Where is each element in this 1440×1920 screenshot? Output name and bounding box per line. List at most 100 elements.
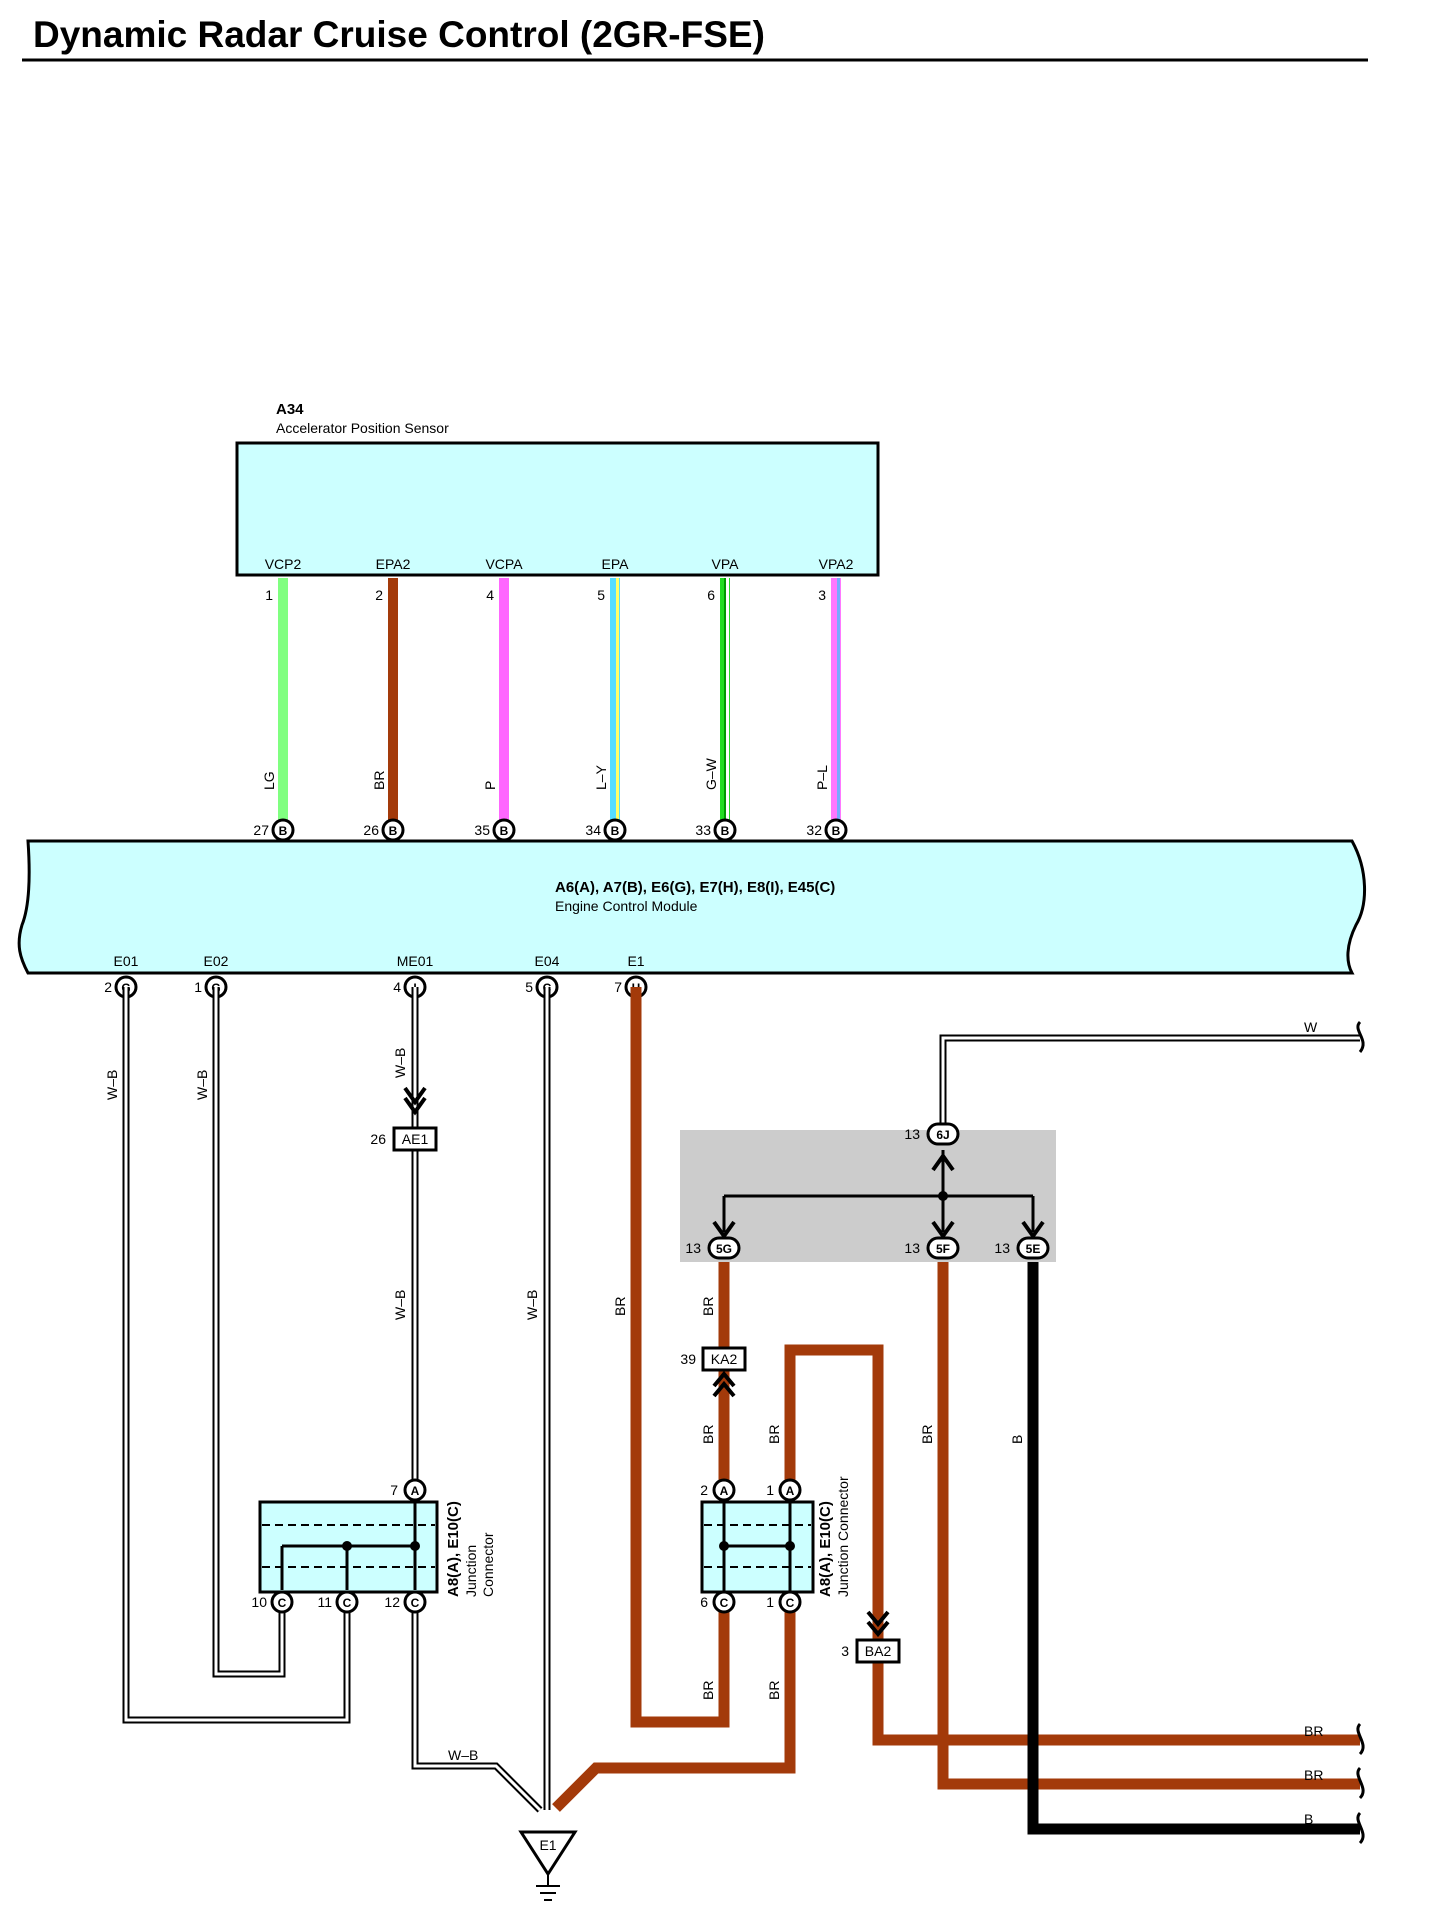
svg-text:AE1: AE1 xyxy=(402,1131,429,1147)
svg-text:BR: BR xyxy=(700,1681,716,1700)
wire-stripe xyxy=(499,578,509,820)
sensor-terminal-label: VPA2 xyxy=(819,556,854,572)
sensor-pin-number: 6 xyxy=(707,587,715,603)
ecm-connector-letter: B xyxy=(389,824,398,838)
ecm-pin-number: 32 xyxy=(806,822,822,838)
svg-text:26: 26 xyxy=(370,1131,386,1147)
svg-text:C: C xyxy=(720,1596,729,1610)
arrow-icon xyxy=(712,1220,736,1240)
wire-stripe xyxy=(388,578,398,820)
svg-text:5G: 5G xyxy=(716,1242,732,1256)
wire-color-code: L–Y xyxy=(593,764,609,790)
svg-text:39: 39 xyxy=(680,1351,696,1367)
wire-e1-br xyxy=(630,987,730,1728)
svg-text:A: A xyxy=(786,1484,795,1498)
svg-text:B: B xyxy=(1009,1435,1025,1444)
svg-text:B: B xyxy=(1304,1811,1313,1827)
sensor-pin-number: 2 xyxy=(375,587,383,603)
svg-text:W–B: W–B xyxy=(448,1747,478,1763)
svg-text:BR: BR xyxy=(1304,1723,1323,1739)
connector-5f: 5F 13 xyxy=(904,1236,960,1260)
svg-text:1: 1 xyxy=(766,1482,774,1498)
connector-6j: 6J 13 xyxy=(904,1122,960,1146)
svg-text:A8(A), E10(C): A8(A), E10(C) xyxy=(445,1501,462,1597)
wire-stripe xyxy=(837,578,840,820)
svg-text:W–B: W–B xyxy=(194,1070,210,1100)
wire-5e-b xyxy=(1027,1250,1360,1835)
wire-stripe xyxy=(724,578,726,820)
svg-text:11: 11 xyxy=(317,1594,332,1610)
junction-left-label: A8(A), E10(C) Junction Connector xyxy=(445,1501,496,1597)
connector-ka2: KA2 39 xyxy=(680,1346,747,1398)
arrow-icon xyxy=(866,1610,890,1628)
svg-text:BR: BR xyxy=(919,1425,935,1444)
svg-text:Connector: Connector xyxy=(480,1532,496,1597)
arrow-icon xyxy=(403,1086,427,1106)
wire-color-labels: W–B W–B W–B W–B W–B BR BR BR BR BR B BR … xyxy=(104,1019,1323,1827)
svg-text:12: 12 xyxy=(384,1594,400,1610)
svg-text:Junction: Junction xyxy=(463,1545,479,1597)
svg-text:3: 3 xyxy=(841,1643,849,1659)
wire-j12-ground xyxy=(411,1602,543,1813)
svg-text:10: 10 xyxy=(251,1594,267,1610)
junction-right-label: A8(A), E10(C) Junction Connector xyxy=(817,1476,851,1597)
ecm-pin-number: 27 xyxy=(253,822,269,838)
ecm-connector-letter: B xyxy=(611,824,620,838)
sensor-terminal-label: VPA xyxy=(712,556,740,572)
ecm-bottom-terminal-label: E01 xyxy=(114,953,139,969)
sensor-pin-number: 1 xyxy=(265,587,273,603)
ecm-connector-letter: B xyxy=(721,824,730,838)
ecm-bottom-pin-number: 5 xyxy=(525,979,533,995)
sensor-pin-number: 4 xyxy=(486,587,494,603)
connector-ae1: AE1 26 xyxy=(370,1086,438,1152)
sensor-terminal-label: VCP2 xyxy=(265,556,302,572)
arrow-icon xyxy=(1021,1220,1045,1240)
arrow-icon xyxy=(866,1620,890,1638)
sensor-code: A34 xyxy=(276,401,304,418)
svg-text:BR: BR xyxy=(700,1297,716,1316)
right-edge-breaks xyxy=(1356,1020,1365,1845)
wire-ja1-ba2-br xyxy=(784,1344,1360,1746)
arrow-icon xyxy=(931,1220,955,1240)
connector-5e: 5E 13 xyxy=(994,1236,1050,1260)
engine-control-module-box xyxy=(17,839,1366,975)
wire-stripe xyxy=(831,578,841,820)
svg-text:A: A xyxy=(411,1484,420,1498)
ecm-bottom-terminal-label: ME01 xyxy=(397,953,434,969)
arrow-icon xyxy=(712,1380,736,1398)
junction-connector-left xyxy=(258,1490,439,1594)
sensor-wires: VCP21LGB27VCP2EPA22BRB26EPA2VCPA4PB35VCP… xyxy=(253,556,853,861)
accelerator-position-sensor-box xyxy=(235,441,880,577)
sensor-wire-vcp2: VCP21LGB27VCP2 xyxy=(253,556,301,861)
sensor-pin-number: 3 xyxy=(818,587,826,603)
ecm-bottom-terminal-label: E04 xyxy=(535,953,560,969)
svg-text:Junction Connector: Junction Connector xyxy=(835,1476,851,1597)
svg-text:KA2: KA2 xyxy=(711,1351,738,1367)
svg-text:BA2: BA2 xyxy=(865,1643,892,1659)
svg-text:7: 7 xyxy=(390,1482,398,1498)
ecm-bottom-pin-number: 4 xyxy=(393,979,401,995)
junction-right-pins: A 2 A 1 C 6 C 1 xyxy=(700,1478,802,1614)
svg-text:W–B: W–B xyxy=(392,1048,408,1078)
junction-block-internal xyxy=(712,1150,1045,1240)
sensor-terminal-label: EPA2 xyxy=(376,556,411,572)
wire-5f-br xyxy=(937,1250,1360,1790)
svg-text:13: 13 xyxy=(994,1240,1010,1256)
wire-color-code: P–L xyxy=(814,765,830,790)
svg-text:W–B: W–B xyxy=(392,1290,408,1320)
ecm-connector-letter: B xyxy=(832,824,841,838)
wire-color-code: BR xyxy=(371,771,387,790)
connector-ba2: BA2 3 xyxy=(841,1610,901,1664)
svg-text:2: 2 xyxy=(700,1482,708,1498)
ecm-code: A6(A), A7(B), E6(G), E7(H), E8(I), E45(C… xyxy=(555,879,835,896)
junction-connector-right xyxy=(700,1492,815,1594)
svg-text:BR: BR xyxy=(612,1297,628,1316)
svg-text:6: 6 xyxy=(700,1594,708,1610)
ecm-name: Engine Control Module xyxy=(555,898,698,914)
svg-text:E1: E1 xyxy=(539,1837,556,1853)
ecm-connector-letter: B xyxy=(500,824,509,838)
svg-text:BR: BR xyxy=(766,1681,782,1700)
svg-text:1: 1 xyxy=(766,1594,774,1610)
